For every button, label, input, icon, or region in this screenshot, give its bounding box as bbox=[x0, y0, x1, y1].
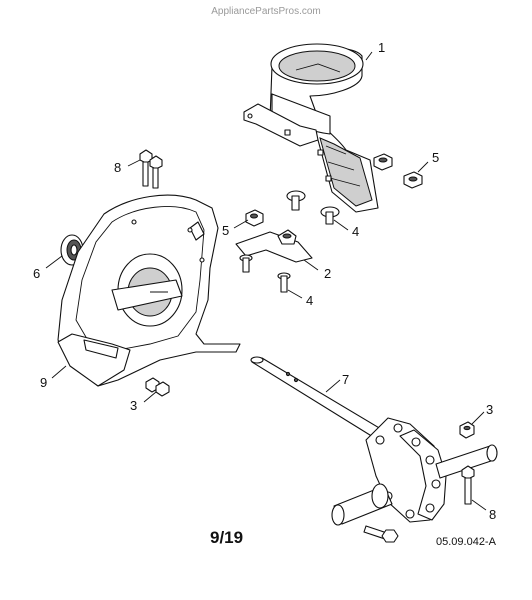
part-3-nut-a bbox=[145, 377, 170, 397]
callout-2: 2 bbox=[324, 266, 331, 281]
callout-7: 7 bbox=[342, 372, 349, 387]
part-9-housing bbox=[57, 194, 241, 387]
callout-8-right: 8 bbox=[489, 507, 496, 522]
drawing-code: 05.09.042-A bbox=[436, 536, 496, 548]
bolt-lower bbox=[363, 525, 399, 543]
callout-6: 6 bbox=[33, 266, 40, 281]
page-number: 9/19 bbox=[210, 528, 244, 547]
part-1-chute bbox=[243, 43, 379, 213]
part-4-bolt-a bbox=[286, 190, 340, 225]
callout-1: 1 bbox=[378, 40, 385, 55]
callout-9: 9 bbox=[40, 375, 47, 390]
leader-lines bbox=[45, 51, 487, 511]
callout-8-left: 8 bbox=[114, 160, 121, 175]
part-4-bolt-b bbox=[239, 254, 291, 293]
callout-4-lower: 4 bbox=[306, 293, 313, 308]
part-8-bolts-a bbox=[139, 149, 163, 189]
part-8-bolt-b bbox=[461, 465, 475, 505]
callout-3-right: 3 bbox=[486, 402, 493, 417]
part-3-nut-b bbox=[459, 421, 475, 439]
callout-4-upper: 4 bbox=[352, 224, 359, 239]
callout-3-left: 3 bbox=[130, 398, 137, 413]
callout-5-right: 5 bbox=[432, 150, 439, 165]
gearbox-assembly bbox=[331, 417, 498, 526]
part-5-nut-b bbox=[245, 209, 264, 227]
callout-5-middle: 5 bbox=[222, 223, 229, 238]
part-7-shaft bbox=[250, 356, 387, 441]
part-5-nut-a bbox=[373, 153, 423, 189]
watermark: AppliancePartsPros.com bbox=[211, 6, 321, 17]
